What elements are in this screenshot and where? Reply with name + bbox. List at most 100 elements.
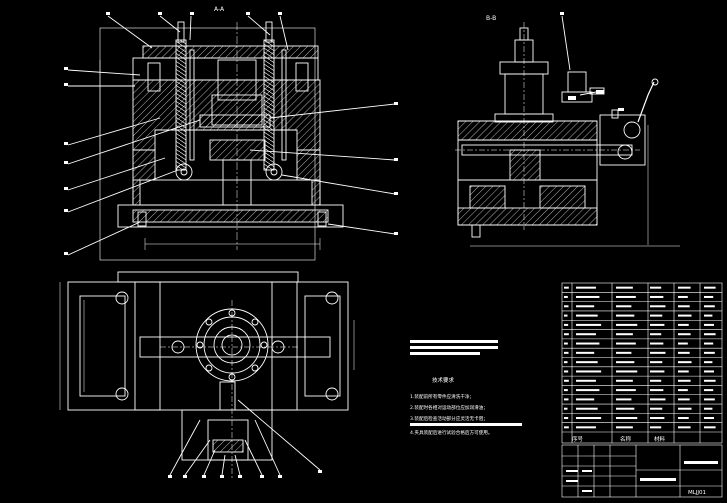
parts-cell-text bbox=[616, 426, 633, 429]
parts-cell-text bbox=[678, 305, 690, 308]
parts-cell-text bbox=[704, 379, 716, 382]
parts-cell-text bbox=[616, 407, 635, 410]
parts-cell-text bbox=[704, 333, 716, 336]
parts-cell-text bbox=[704, 305, 715, 308]
parts-cell-text bbox=[576, 286, 596, 289]
tech-requirements: 技术要求 1.装配前所有零件应清洗干净； 2.装配时各相对运动部位应加润滑油； … bbox=[410, 340, 522, 436]
parts-cell-text bbox=[576, 370, 602, 373]
parts-cell-text bbox=[564, 379, 569, 382]
parts-cell-text bbox=[678, 407, 692, 410]
parts-cell-text bbox=[564, 295, 568, 298]
parts-cell-text bbox=[650, 370, 665, 373]
parts-cell-text bbox=[650, 398, 666, 401]
parts-cell-text bbox=[650, 342, 664, 345]
parts-cell-text bbox=[650, 286, 662, 289]
parts-cell-text bbox=[564, 407, 568, 410]
parts-cell-text bbox=[650, 305, 666, 308]
header-name: 名称 bbox=[620, 435, 632, 443]
parts-cell-text bbox=[564, 398, 569, 401]
parts-cell-text bbox=[576, 351, 595, 354]
parts-cell-text bbox=[616, 333, 633, 336]
parts-cell-text bbox=[616, 342, 636, 345]
parts-cell-text bbox=[678, 379, 691, 382]
parts-cell-text bbox=[564, 342, 568, 345]
parts-cell-text bbox=[616, 286, 633, 289]
section-label-a: A-A bbox=[214, 6, 225, 13]
parts-cell-text bbox=[564, 286, 569, 289]
parts-cell-text bbox=[616, 295, 636, 298]
parts-cell-text bbox=[704, 417, 714, 420]
drawing-number: MLJJ01 bbox=[688, 490, 706, 496]
parts-cell-text bbox=[576, 398, 595, 401]
section-label-b: B-B bbox=[486, 15, 496, 22]
parts-cell-text bbox=[678, 361, 692, 364]
parts-cell-text bbox=[564, 351, 569, 354]
parts-cell-text bbox=[576, 323, 602, 326]
parts-cell-text bbox=[650, 351, 666, 354]
parts-cell-text bbox=[576, 333, 596, 336]
parts-cell-text bbox=[576, 305, 595, 308]
parts-cell-text bbox=[650, 361, 663, 364]
parts-cell-text bbox=[616, 379, 633, 382]
parts-cell-text bbox=[678, 286, 691, 289]
parts-cell-text bbox=[650, 314, 663, 317]
parts-cell-text bbox=[704, 323, 714, 326]
parts-cell-text bbox=[564, 314, 568, 317]
parts-cell-text bbox=[616, 361, 635, 364]
parts-cell-text bbox=[564, 323, 569, 326]
parts-cell-text bbox=[616, 314, 635, 317]
parts-cell-text bbox=[650, 295, 664, 298]
parts-cell-text bbox=[576, 426, 596, 429]
parts-cell-text bbox=[576, 379, 596, 382]
tech-requirements-title: 技术要求 bbox=[432, 376, 455, 384]
parts-cell-text bbox=[678, 323, 689, 326]
title-block: MLJJ01 bbox=[561, 444, 723, 498]
parts-cell-text bbox=[616, 398, 632, 401]
tech-requirement-line: 3.装配后检查活动部分应灵活无卡阻； bbox=[410, 415, 488, 422]
parts-cell-text bbox=[678, 314, 692, 317]
parts-cell-text bbox=[678, 370, 689, 373]
parts-cell-text bbox=[650, 389, 664, 392]
parts-cell-text bbox=[576, 361, 598, 364]
parts-cell-text bbox=[650, 379, 662, 382]
parts-cell-text bbox=[678, 389, 688, 392]
parts-cell-text bbox=[650, 323, 665, 326]
parts-cell-text bbox=[678, 333, 691, 336]
parts-cell-text bbox=[576, 417, 602, 420]
front-section-view: A-A bbox=[64, 6, 398, 261]
parts-cell-text bbox=[564, 333, 569, 336]
parts-cell-text bbox=[564, 417, 569, 420]
parts-cell-text bbox=[704, 351, 715, 354]
side-section-view: B-B bbox=[455, 12, 680, 247]
parts-cell-text bbox=[576, 295, 600, 298]
header-material: 材料 bbox=[654, 435, 666, 443]
parts-cell-text bbox=[650, 417, 665, 420]
parts-cell-text bbox=[616, 323, 638, 326]
parts-cell-text bbox=[704, 361, 713, 364]
parts-cell-text bbox=[564, 305, 569, 308]
parts-cell-text bbox=[616, 389, 636, 392]
parts-cell-text bbox=[678, 342, 688, 345]
parts-cell-text bbox=[678, 426, 691, 429]
parts-cell-text bbox=[564, 370, 569, 373]
parts-cell-text bbox=[704, 389, 714, 392]
parts-cell-text bbox=[616, 351, 632, 354]
tech-requirement-line: 2.装配时各相对运动部位应加润滑油； bbox=[410, 404, 488, 411]
parts-cell-text bbox=[650, 426, 662, 429]
parts-cell-text bbox=[650, 407, 663, 410]
parts-cell-text bbox=[678, 295, 688, 298]
plan-view bbox=[59, 271, 355, 480]
parts-cell-text bbox=[704, 407, 713, 410]
tech-requirement-line: 4.夹具装配后进行试验合格后方可使用。 bbox=[410, 429, 492, 436]
parts-cell-text bbox=[704, 286, 716, 289]
parts-cell-text bbox=[564, 361, 568, 364]
parts-cell-text bbox=[650, 333, 662, 336]
parts-cell-text bbox=[616, 417, 638, 420]
header-seq: 序号 bbox=[572, 435, 584, 443]
parts-cell-text bbox=[564, 426, 569, 429]
parts-cell-text bbox=[704, 314, 713, 317]
parts-cell-text bbox=[576, 389, 600, 392]
parts-cell-text bbox=[616, 370, 638, 373]
parts-cell-text bbox=[678, 417, 689, 420]
